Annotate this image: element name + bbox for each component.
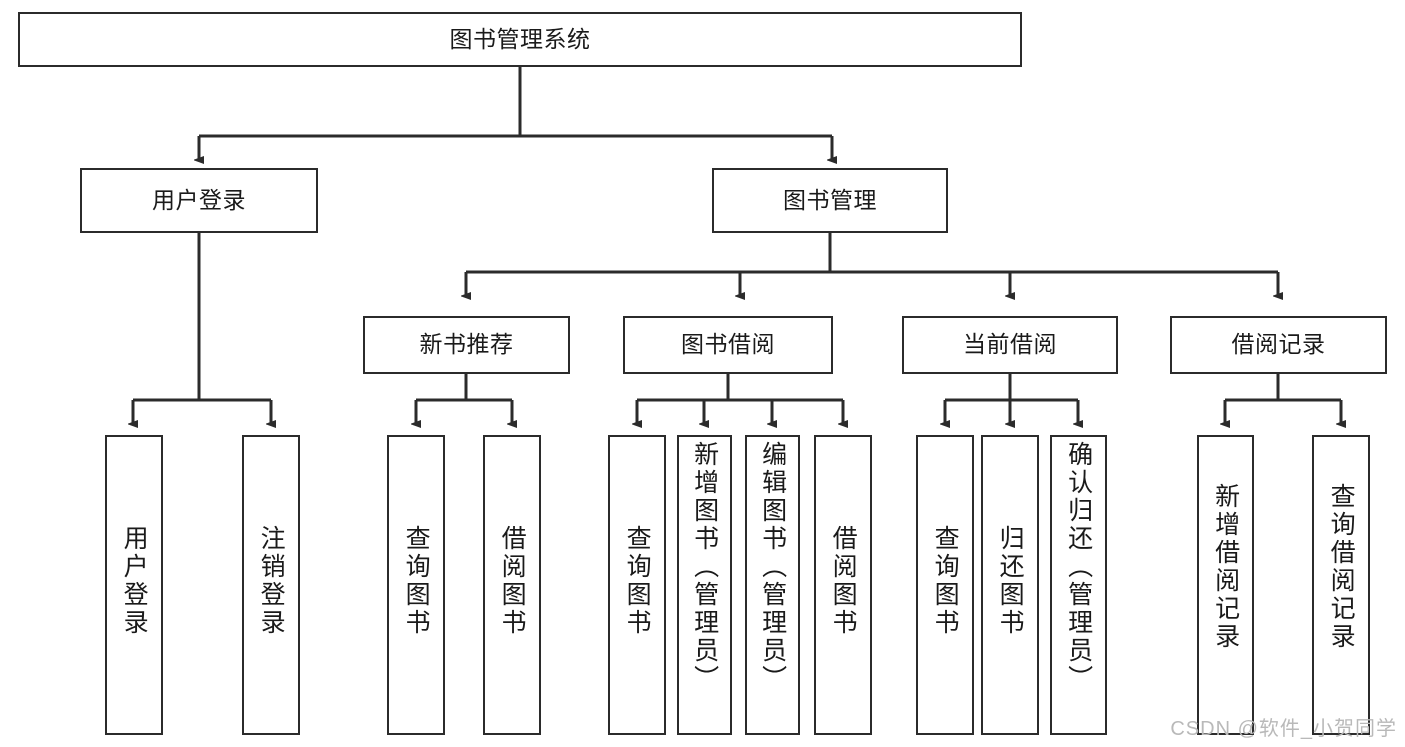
node-root-system[interactable]: 图书管理系统 <box>18 12 1022 67</box>
node-leaf-query-record[interactable]: 查询借阅记录 <box>1312 435 1370 735</box>
node-leaf-query-book-3[interactable]: 查询图书 <box>916 435 974 735</box>
csdn-watermark: CSDN @软件_小贺同学 <box>1170 718 1397 740</box>
node-leaf-query-book-2[interactable]: 查询图书 <box>608 435 666 735</box>
node-book-manage[interactable]: 图书管理 <box>712 168 948 233</box>
node-label: 查询图书 <box>623 525 652 637</box>
node-label: 图书管理 <box>783 186 877 213</box>
node-label: 用户登录 <box>152 186 246 213</box>
node-new-book-recommend[interactable]: 新书推荐 <box>363 316 570 374</box>
node-label: 借阅图书 <box>829 525 858 637</box>
node-label: 借阅图书 <box>498 525 527 637</box>
node-label: 查询图书 <box>402 525 431 637</box>
node-leaf-return-book[interactable]: 归还图书 <box>981 435 1039 735</box>
node-leaf-query-book-1[interactable]: 查询图书 <box>387 435 445 735</box>
node-label: 图书借阅 <box>681 331 775 358</box>
node-current-borrow[interactable]: 当前借阅 <box>902 316 1118 374</box>
node-label: 归还图书 <box>996 525 1025 637</box>
node-label: 查询图书 <box>931 525 960 637</box>
node-leaf-logout-login[interactable]: 注销登录 <box>242 435 300 735</box>
node-leaf-confirm-return[interactable]: 确认归还（管理员） <box>1050 435 1107 735</box>
node-label: 确认归还（管理员） <box>1064 441 1093 693</box>
node-label: 图书管理系统 <box>449 25 591 52</box>
node-label: 注销登录 <box>257 525 286 637</box>
node-leaf-borrow-book-1[interactable]: 借阅图书 <box>483 435 541 735</box>
node-leaf-edit-book[interactable]: 编辑图书（管理员） <box>745 435 800 735</box>
node-leaf-add-book[interactable]: 新增图书（管理员） <box>677 435 732 735</box>
node-label: 编辑图书（管理员） <box>758 441 787 693</box>
node-user-login[interactable]: 用户登录 <box>80 168 318 233</box>
node-label: 查询借阅记录 <box>1327 483 1356 651</box>
node-book-borrow[interactable]: 图书借阅 <box>623 316 833 374</box>
node-label: 当前借阅 <box>963 331 1057 358</box>
node-leaf-add-record[interactable]: 新增借阅记录 <box>1197 435 1254 735</box>
node-label: 新增借阅记录 <box>1211 483 1240 651</box>
node-leaf-borrow-book-2[interactable]: 借阅图书 <box>814 435 872 735</box>
node-label: 新书推荐 <box>419 331 514 358</box>
node-borrow-record[interactable]: 借阅记录 <box>1170 316 1387 374</box>
node-label: 新增图书（管理员） <box>690 441 719 693</box>
node-label: 用户登录 <box>120 525 149 637</box>
node-label: 借阅记录 <box>1231 331 1326 358</box>
node-leaf-user-login[interactable]: 用户登录 <box>105 435 163 735</box>
